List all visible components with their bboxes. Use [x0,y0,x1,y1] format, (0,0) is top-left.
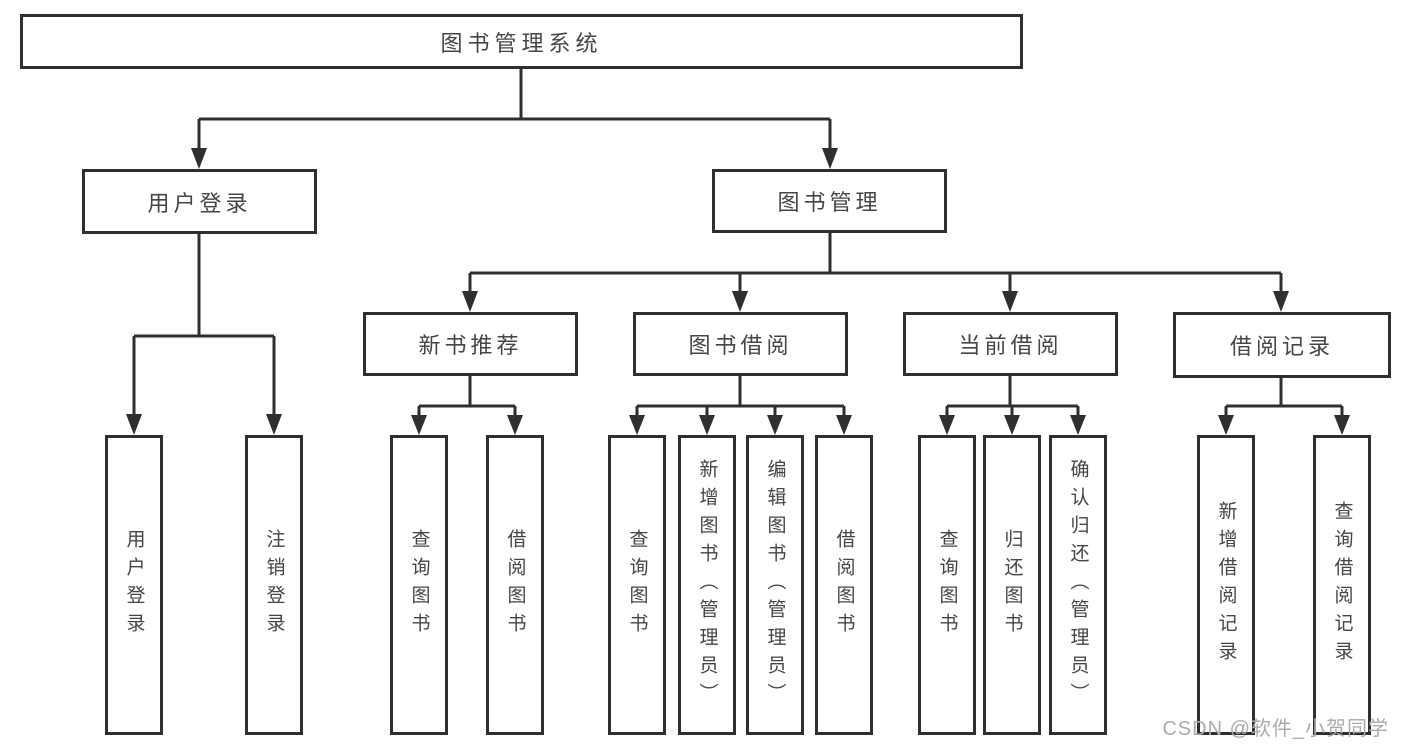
arrowhead-icons [126,148,1350,435]
leaf-user-login-label: 用户登录 [123,529,145,641]
leaf-recommend-query-books: 查询图书 [390,435,448,735]
node-user-login-label: 用户登录 [147,190,252,216]
leaf-user-login: 用户登录 [105,435,163,735]
node-borrowing-records-label: 借阅记录 [1229,334,1334,359]
leaf-edit-books-admin: 编辑图书（管理员） [746,435,804,735]
node-root-system-label: 图书管理系统 [440,30,603,56]
leaf-edit-books-admin-label: 编辑图书（管理员） [764,459,786,711]
leaf-return-books: 归还图书 [983,435,1041,735]
leaf-confirm-return-admin: 确认归还（管理员） [1049,435,1107,735]
node-book-management: 图书管理 [712,169,947,233]
node-current-borrowing: 当前借阅 [903,312,1118,376]
node-root-system: 图书管理系统 [20,14,1023,69]
leaf-current-query-books-label: 查询图书 [936,529,958,641]
leaf-borrow-books: 借阅图书 [815,435,873,735]
leaf-query-borrow-record: 查询借阅记录 [1313,435,1371,735]
leaf-borrow-query-books-label: 查询图书 [626,529,648,641]
leaf-current-query-books: 查询图书 [918,435,976,735]
leaf-add-borrow-record: 新增借阅记录 [1197,435,1255,735]
leaf-borrow-query-books: 查询图书 [608,435,666,735]
node-book-borrowing-label: 图书借阅 [688,333,793,358]
leaf-add-books-admin: 新增图书（管理员） [678,435,736,735]
node-book-management-label: 图书管理 [777,190,882,215]
leaf-query-borrow-record-label: 查询借阅记录 [1331,501,1353,669]
leaf-borrow-books-label: 借阅图书 [833,529,855,641]
leaf-add-books-admin-label: 新增图书（管理员） [696,459,718,711]
node-book-borrowing: 图书借阅 [633,312,848,376]
leaf-confirm-return-admin-label: 确认归还（管理员） [1067,459,1089,711]
leaf-add-borrow-record-label: 新增借阅记录 [1215,501,1237,669]
leaf-return-books-label: 归还图书 [1001,529,1023,641]
leaf-recommend-borrow-books: 借阅图书 [486,435,544,735]
leaf-recommend-query-books-label: 查询图书 [408,529,430,641]
leaf-logout: 注销登录 [245,435,303,735]
csdn-watermark: CSDN @软件_小贺同学 [1162,718,1389,740]
leaf-recommend-borrow-books-label: 借阅图书 [504,529,526,641]
node-user-login: 用户登录 [82,169,317,234]
node-borrowing-records: 借阅记录 [1173,312,1391,378]
node-new-book-recommendation-label: 新书推荐 [418,333,523,358]
leaf-logout-label: 注销登录 [263,529,285,641]
node-current-borrowing-label: 当前借阅 [958,333,1063,358]
node-new-book-recommendation: 新书推荐 [363,312,578,376]
connector-lines [132,69,1344,417]
